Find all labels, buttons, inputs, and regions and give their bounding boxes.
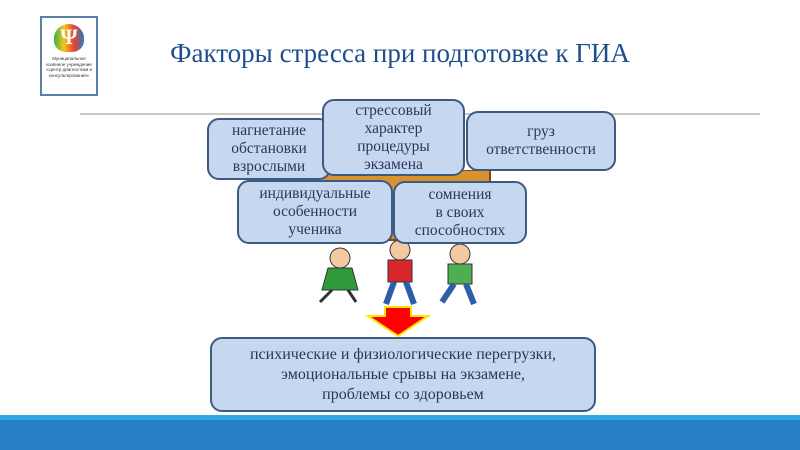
arrow-down-icon: [365, 306, 431, 337]
psi-emblem-icon: [54, 24, 84, 52]
factor-exam-procedure: стрессовый характер процедуры экзамена: [322, 99, 465, 176]
footer-band-light: [0, 415, 800, 420]
footer-band: [0, 420, 800, 450]
factor-responsibility: груз ответственности: [466, 111, 616, 171]
stress-consequences: психические и физиологические перегрузки…: [210, 337, 596, 412]
student-girl: [318, 247, 359, 304]
logo-text: Муниципальное казённое учреждение «Центр…: [46, 56, 92, 78]
factor-self-doubt: сомнения в своих способностях: [393, 181, 527, 244]
student-boy-red: [383, 239, 417, 306]
organization-logo: Ψ Муниципальное казённое учреждение «Цен…: [40, 16, 98, 96]
student-boy-green: [439, 243, 477, 306]
slide-title: Факторы стресса при подготовке к ГИА: [170, 38, 630, 68]
factor-adult-pressure: нагнетание обстановки взрослыми: [207, 118, 331, 180]
factor-individual-traits: индивидуальные особенности ученика: [237, 180, 393, 244]
